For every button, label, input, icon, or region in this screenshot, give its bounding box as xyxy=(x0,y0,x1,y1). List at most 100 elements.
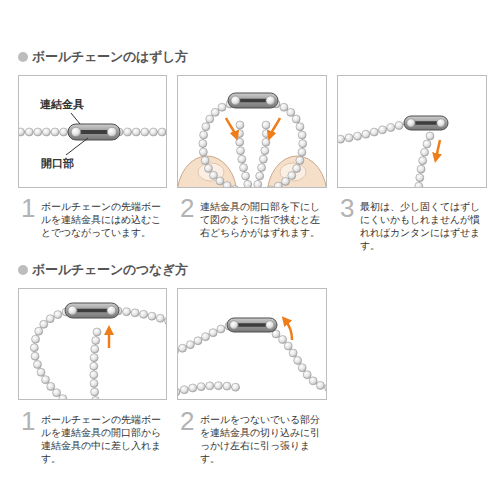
chain-ball xyxy=(90,362,98,370)
chain-ball xyxy=(90,371,98,379)
step-panel: 連結金具開口部1ボールチェーンの先端ボールを連結金具にはめ込むことでつながってい… xyxy=(18,75,167,188)
chain-ball xyxy=(298,148,306,156)
chain-balls xyxy=(338,121,403,144)
chain-ball xyxy=(200,131,208,139)
panel-illustration xyxy=(19,113,166,155)
end-ball xyxy=(230,321,238,329)
chain-ball xyxy=(194,337,202,345)
step-panel: 3最初は、少し固くてはずしにくいかもしれませんが慣れればカンタンにはずせます。 xyxy=(337,75,487,188)
connector-slot xyxy=(236,99,270,103)
panel-illustration xyxy=(178,93,326,187)
step-number: 1 xyxy=(21,407,41,435)
chain-ball xyxy=(362,130,370,138)
panel-illustration xyxy=(30,303,166,399)
chain-ball xyxy=(42,128,50,136)
connector-slot xyxy=(73,309,111,313)
chain-ball xyxy=(316,381,324,389)
chain-ball xyxy=(165,317,166,325)
chain-ball xyxy=(90,379,98,387)
leader-line xyxy=(71,113,80,124)
end-ball xyxy=(107,127,117,137)
connector-slot xyxy=(77,130,111,134)
end-ball xyxy=(71,127,81,137)
chain-balls xyxy=(236,121,252,187)
section-heading: ボールチェーンのつなぎ方 xyxy=(32,262,188,278)
chain-ball xyxy=(218,103,226,111)
chain-ball xyxy=(156,314,164,322)
chain-balls xyxy=(178,382,239,396)
chain-ball xyxy=(123,308,131,316)
chain-ball xyxy=(258,164,266,172)
chain-ball xyxy=(54,311,62,319)
motion-arrow xyxy=(270,118,280,136)
chain-ball xyxy=(303,371,311,379)
chain-ball xyxy=(202,123,210,131)
end-ball xyxy=(437,119,445,127)
chain-ball xyxy=(262,130,270,138)
chain-ball xyxy=(25,128,33,136)
chain-ball xyxy=(59,395,67,399)
chain-ball xyxy=(90,354,98,362)
chain-ball xyxy=(267,186,275,187)
chain-ball xyxy=(32,335,40,343)
chain-ball xyxy=(201,156,209,164)
chain-ball xyxy=(149,128,157,136)
chain-ball xyxy=(325,384,326,392)
step-number: 2 xyxy=(180,194,200,222)
chain-balls xyxy=(272,330,326,392)
chain-ball xyxy=(46,315,54,323)
connector-fitting xyxy=(227,318,277,332)
chain-ball xyxy=(279,336,287,344)
chain-ball xyxy=(309,377,317,385)
chain-ball xyxy=(289,349,297,357)
chain-ball xyxy=(19,128,25,136)
motion-arrow xyxy=(108,330,111,348)
connector-fitting xyxy=(228,93,278,108)
chain-ball xyxy=(254,180,262,187)
chain-balls xyxy=(267,100,307,187)
part-label: 連結金具 xyxy=(39,98,85,111)
step-panel: 1ボールチェーンの先端ボールを連結金具の開口部から連結金具の中に差し入れます。 xyxy=(18,288,167,400)
connector-body xyxy=(228,93,278,108)
end-ball xyxy=(107,306,116,315)
chain-ball xyxy=(296,157,304,165)
chain-ball xyxy=(34,128,42,136)
chain-path xyxy=(34,312,70,399)
chain-ball xyxy=(299,140,307,148)
chain-ball xyxy=(47,382,55,390)
chain-ball xyxy=(298,131,306,139)
chain-ball xyxy=(370,128,378,136)
end-ball xyxy=(266,96,275,105)
chain-ball xyxy=(259,155,267,163)
connector-fitting xyxy=(68,124,120,140)
finger xyxy=(178,156,237,187)
finger xyxy=(267,156,326,187)
chain-path xyxy=(266,104,303,187)
chain-path xyxy=(203,104,240,187)
chain-ball xyxy=(280,103,288,111)
chain-ball xyxy=(274,182,282,187)
connector-fitting xyxy=(65,303,119,318)
end-ball xyxy=(68,306,77,315)
chain-ball xyxy=(426,132,434,140)
chain-ball xyxy=(284,342,292,350)
chain-balls xyxy=(254,121,271,187)
part-label: 開口部 xyxy=(40,157,75,170)
chain-ball xyxy=(261,147,269,155)
chain-ball xyxy=(206,382,214,390)
chain-ball xyxy=(293,165,301,173)
connector-body xyxy=(68,124,120,140)
chain-ball xyxy=(178,347,179,355)
step-text: 連結金具の開口部を下にして図のように指で挟むと左右どちらかがはずれます。 xyxy=(200,200,328,239)
motion-arrow xyxy=(226,118,236,136)
chain-ball xyxy=(31,352,39,360)
chain-ball xyxy=(262,121,270,129)
panel-illustration xyxy=(338,116,448,187)
chain-ball xyxy=(210,171,218,179)
chain-ball xyxy=(209,329,217,337)
chain-ball xyxy=(199,140,207,148)
chain-balls xyxy=(114,307,166,325)
chain-ball xyxy=(231,383,239,391)
end-ball xyxy=(266,321,274,329)
chain-balls xyxy=(19,128,68,136)
